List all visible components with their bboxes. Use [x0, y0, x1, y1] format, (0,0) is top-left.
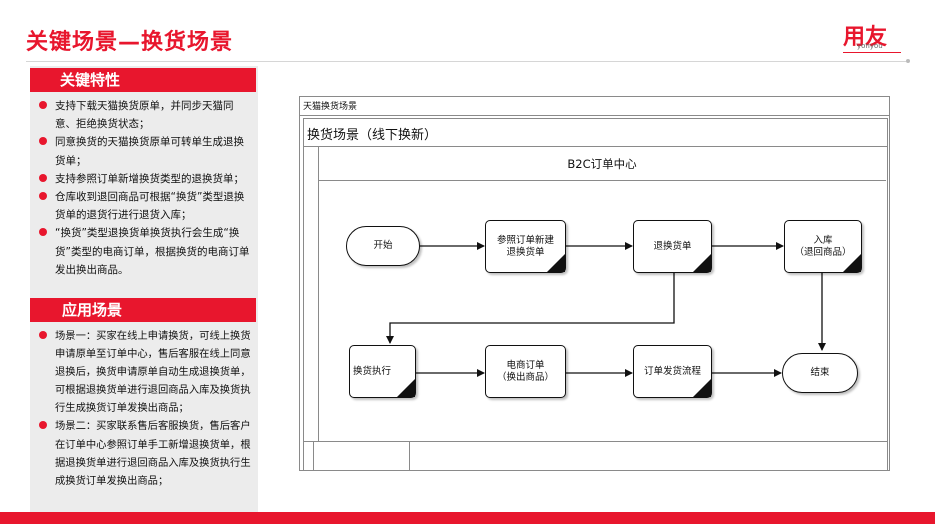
- subprocess-marker-icon: [843, 254, 861, 272]
- scenario-text: 场景二：买家联系售后客服换货，售后客户在订单中心参照订单手工新增退换货单，根据退…: [55, 420, 251, 487]
- node-ecommerce-order-label: 电商订单 （换出商品）: [496, 359, 554, 383]
- bottom-accent-bar: [0, 512, 935, 524]
- bullet-icon: [39, 173, 47, 182]
- feature-item: 仓库收到退回商品可根据“换货”类型退换货单的退货行进行退货入库；: [38, 188, 252, 224]
- frame-title-divider: [300, 115, 889, 116]
- features-list: 支持下载天猫换货原单，并同步天猫同意、拒绝换货状态； 同意换货的天猫换货原单可转…: [38, 97, 252, 279]
- sidebar-panel: [30, 66, 258, 512]
- node-end-label: 结束: [810, 367, 830, 378]
- pool-title-divider: [304, 146, 887, 147]
- feature-text: 仓库收到退回商品可根据“换货”类型退换货单的退货行进行退货入库；: [55, 191, 245, 222]
- bullet-icon: [39, 101, 47, 109]
- scenario-item: 场景一：买家在线上申请换货，可线上换货申请原单至订单中心，售后客服在线上同意退换…: [38, 327, 252, 417]
- subprocess-marker-icon: [547, 254, 565, 272]
- feature-item: 同意换货的天猫换货原单可转单生成退换货单；: [38, 133, 252, 169]
- bullet-icon: [39, 421, 47, 430]
- pool: [303, 118, 888, 471]
- subprocess-marker-icon: [693, 254, 711, 272]
- lane-bottom-divider: [304, 441, 887, 442]
- node-order-ship-label: 订单发货流程: [643, 365, 701, 377]
- header-divider: [26, 61, 906, 62]
- lane-bottom-separator: [313, 441, 314, 470]
- lane-bottom-separator: [409, 441, 410, 470]
- node-ecommerce-order: 电商订单 （换出商品）: [485, 345, 566, 398]
- node-order-ship: 订单发货流程: [633, 345, 712, 398]
- yonyou-logo: 用友: [843, 25, 888, 50]
- subprocess-marker-icon: [397, 379, 415, 397]
- node-ref-order-label: 参照订单新建 退换货单: [496, 234, 554, 258]
- feature-text: “换货”类型退换货单换货执行会生成“换货”类型的电商订单，根据换货的电商订单发出…: [55, 227, 250, 276]
- node-start-label: 开始: [373, 240, 393, 251]
- lane-left-border: [318, 147, 319, 441]
- pool-title: 换货场景（线下换新）: [307, 128, 438, 143]
- node-warehouse-in: 入库 （退回商品）: [784, 220, 862, 273]
- node-exchange-exec-label: 换货执行: [353, 365, 392, 377]
- node-ref-order: 参照订单新建 退换货单: [485, 220, 566, 273]
- bullet-icon: [39, 331, 47, 339]
- subprocess-marker-icon: [693, 379, 711, 397]
- scenarios-list: 场景一：买家在线上申请换货，可线上换货申请原单至订单中心，售后客服在线上同意退换…: [38, 327, 252, 490]
- bullet-icon: [39, 137, 47, 146]
- lane-title: B2C订单中心: [567, 157, 637, 171]
- bullet-icon: [39, 228, 47, 237]
- feature-item: 支持下载天猫换货原单，并同步天猫同意、拒绝换货状态；: [38, 97, 252, 133]
- header-divider-dot: [906, 59, 910, 63]
- node-warehouse-in-label: 入库 （退回商品）: [794, 234, 852, 258]
- scenario-item: 场景二：买家联系售后客服换货，售后客户在订单中心参照订单手工新增退换货单，根据退…: [38, 417, 252, 489]
- lane-title-divider: [318, 180, 886, 181]
- page-title: 关键场景—换货场景: [26, 30, 234, 55]
- feature-item: “换货”类型退换货单换货执行会生成“换货”类型的电商订单，根据换货的电商订单发出…: [38, 224, 252, 279]
- feature-text: 同意换货的天猫换货原单可转单生成退换货单；: [55, 136, 244, 167]
- scenario-text: 场景一：买家在线上申请换货，可线上换货申请原单至订单中心，售后客服在线上同意退换…: [55, 330, 251, 415]
- feature-item: 支持参照订单新增换货类型的退换货单；: [38, 170, 252, 188]
- edge-return-to-exchange: [386, 273, 675, 344]
- feature-text: 支持下载天猫换货原单，并同步天猫同意、拒绝换货状态；: [55, 100, 234, 131]
- logo-underline: [843, 52, 901, 53]
- node-start: 开始: [346, 226, 420, 266]
- node-end: 结束: [782, 353, 858, 393]
- features-heading: 关键特性: [30, 68, 256, 92]
- diagram-frame-title: 天猫换货场景: [303, 102, 358, 112]
- bullet-icon: [39, 192, 47, 201]
- node-exchange-exec: 换货执行: [349, 345, 416, 398]
- node-return-exchange: 退换货单: [633, 220, 712, 273]
- yonyou-logo-subtext: yonyou: [857, 42, 883, 50]
- node-return-exchange-label: 退换货单: [653, 240, 692, 252]
- scenarios-heading: 应用场景: [30, 298, 256, 322]
- feature-text: 支持参照订单新增换货类型的退换货单；: [55, 172, 244, 185]
